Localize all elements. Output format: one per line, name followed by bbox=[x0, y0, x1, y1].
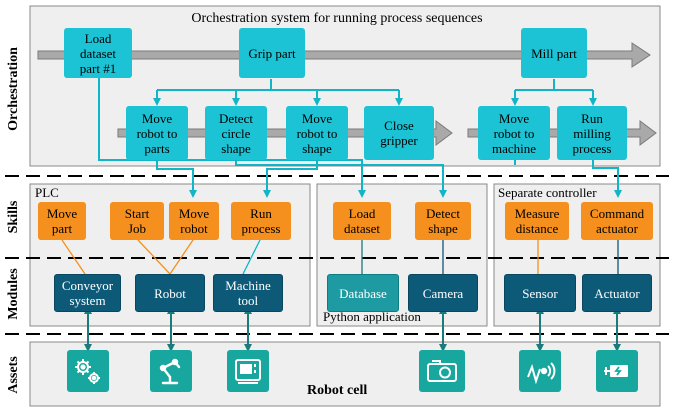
module-conveyor-system: Conveyor system bbox=[54, 274, 121, 312]
step-detect-circle-shape: Detect circle shape bbox=[205, 106, 267, 160]
skill-detect-shape: Detect shape bbox=[415, 202, 471, 240]
skill-command-actuator: Command actuator bbox=[581, 202, 653, 240]
branch-connectors bbox=[98, 70, 622, 198]
camera-icon bbox=[419, 350, 465, 392]
orchestration-title: Orchestration system for running process… bbox=[191, 11, 483, 26]
module-sensor: Sensor bbox=[504, 274, 576, 312]
skill-move-robot: Move robot bbox=[169, 202, 219, 240]
sensor-icon bbox=[519, 350, 561, 392]
step-mill-part: Mill part bbox=[521, 28, 587, 78]
robot-cell-label: Robot cell bbox=[307, 383, 368, 398]
python-app-label: Python application bbox=[323, 309, 421, 324]
module-robot: Robot bbox=[135, 274, 205, 312]
step-grip-part: Grip part bbox=[239, 28, 305, 78]
module-asset-links bbox=[84, 306, 621, 352]
skill-load-dataset: Load dataset bbox=[333, 202, 391, 240]
step-move-robot-to-shape: Move robot to shape bbox=[286, 106, 348, 160]
module-actuator: Actuator bbox=[582, 274, 652, 312]
main-sequence-arrow bbox=[37, 42, 651, 68]
step-move-robot-to-machine: Move robot to machine bbox=[478, 106, 550, 160]
skill-run-process: Run process bbox=[231, 202, 291, 240]
skill-module-links bbox=[61, 239, 619, 275]
layer-label-modules: Modules bbox=[6, 268, 21, 320]
step-load-dataset: Load dataset part #1 bbox=[64, 28, 132, 78]
robot-arm-icon bbox=[150, 350, 192, 392]
separate-controller-label: Separate controller bbox=[498, 185, 597, 200]
actuator-icon bbox=[596, 350, 638, 392]
machine-tool-icon bbox=[227, 350, 269, 392]
step-move-robot-to-parts: Move robot to parts bbox=[126, 106, 188, 160]
plc-label: PLC bbox=[35, 185, 59, 200]
layer-label-skills: Skills bbox=[6, 200, 21, 234]
step-run-milling-process: Run milling process bbox=[557, 106, 627, 160]
step-close-gripper: Close gripper bbox=[364, 106, 434, 160]
skill-measure-distance: Measure distance bbox=[505, 202, 569, 240]
skill-start-job: Start Job bbox=[110, 202, 164, 240]
gears-icon bbox=[67, 350, 109, 392]
layer-label-assets: Assets bbox=[6, 356, 21, 394]
module-camera: Camera bbox=[408, 274, 478, 312]
skill-move-part: Move part bbox=[38, 202, 86, 240]
module-database: Database bbox=[327, 274, 399, 312]
layer-label-orchestration: Orchestration bbox=[6, 47, 21, 131]
module-machine-tool: Machine tool bbox=[213, 274, 283, 312]
